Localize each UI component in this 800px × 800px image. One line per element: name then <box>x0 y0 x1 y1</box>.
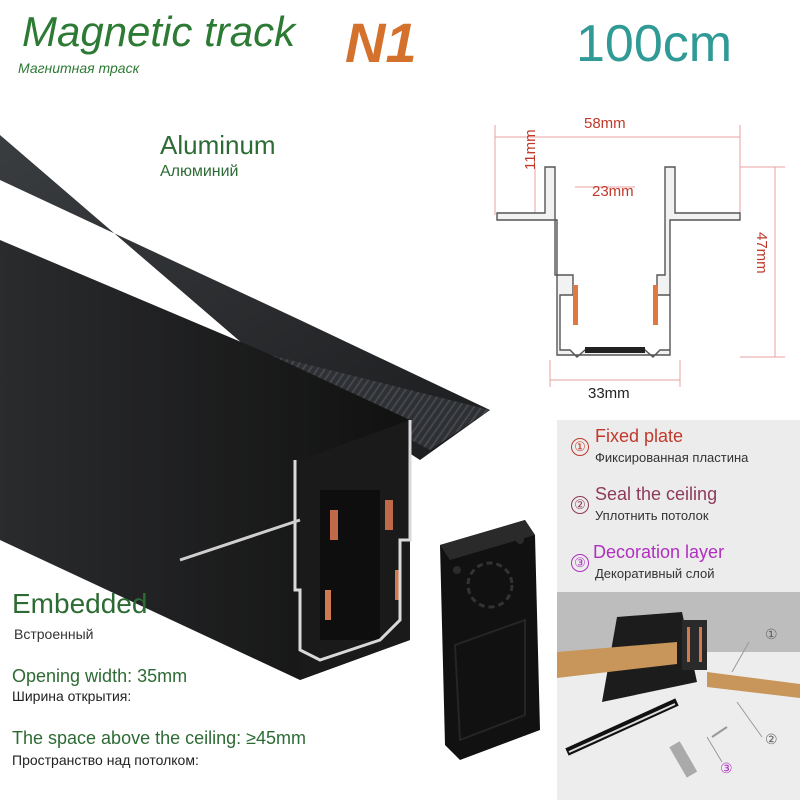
legend-label-ru-2: Уплотнить потолок <box>595 508 709 523</box>
dim-bottom-width: 33mm <box>588 385 630 402</box>
legend-label-3: Decoration layer <box>593 542 725 562</box>
install-marker-1: ① <box>765 626 778 642</box>
legend-label-1: Fixed plate <box>595 426 684 446</box>
type-label: Embedded <box>12 588 148 619</box>
product-subtitle: Магнитная траск <box>18 60 140 76</box>
end-cap-image <box>440 520 540 760</box>
legend-number-3: ③ <box>571 554 589 572</box>
spec-ceiling-space-ru: Пространство над потолком: <box>12 752 199 768</box>
type-label-ru: Встроенный <box>14 626 94 642</box>
legend-number-2: ② <box>571 496 589 514</box>
spec-ceiling-space: The space above the ceiling: ≥45mm <box>12 728 307 748</box>
track-product-image <box>0 135 490 680</box>
material-label: Aluminum <box>160 130 276 160</box>
dim-flange-height: 11mm <box>522 129 539 170</box>
product-length: 100cm <box>576 15 733 73</box>
install-marker-2: ② <box>765 731 778 747</box>
spec-opening-width: Opening width: 35mm <box>12 666 188 686</box>
dim-top-width: 58mm <box>584 115 626 132</box>
legend-label-ru-3: Декоративный слой <box>595 566 715 581</box>
model-code: N1 <box>345 11 417 74</box>
product-title: Magnetic track <box>22 8 296 55</box>
installation-illustration <box>557 592 800 800</box>
cross-section-drawing <box>494 125 785 387</box>
dim-total-height: 47mm <box>753 232 770 274</box>
legend-number-1: ① <box>571 438 589 456</box>
install-marker-3: ③ <box>720 760 733 776</box>
legend-label-ru-1: Фиксированная пластина <box>595 450 749 465</box>
legend-panel: ① Fixed plate Фиксированная пластина ② S… <box>557 420 800 592</box>
spec-opening-width-ru: Ширина открытия: <box>12 688 132 704</box>
dim-inner-width: 23mm <box>592 183 634 200</box>
legend-label-2: Seal the ceiling <box>595 484 718 504</box>
material-label-ru: Алюминий <box>160 163 239 180</box>
